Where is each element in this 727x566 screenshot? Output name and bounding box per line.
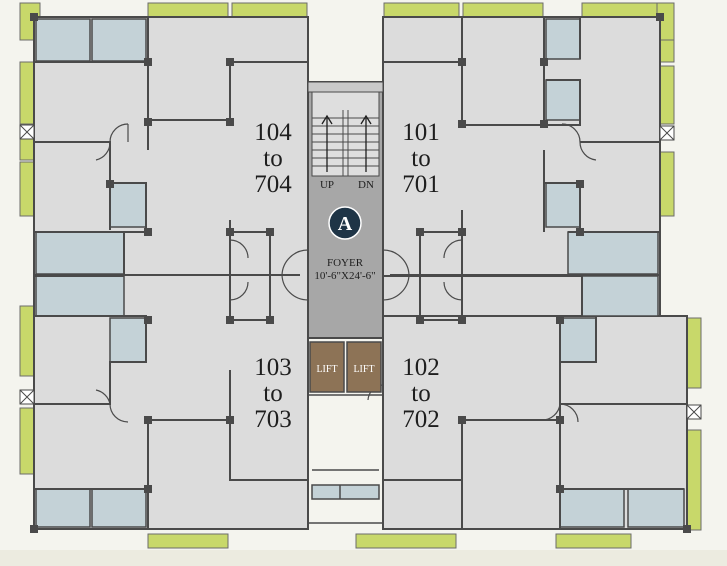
svg-text:to: to <box>411 380 430 407</box>
unit-101-701: 101 to 701 <box>402 119 440 198</box>
lifts: LIFT LIFT <box>309 341 382 393</box>
svg-text:102: 102 <box>402 354 440 381</box>
svg-text:to: to <box>411 145 430 172</box>
block-badge-letter: A <box>338 213 353 235</box>
interior-walls <box>34 17 687 529</box>
core <box>307 81 384 339</box>
svg-text:104: 104 <box>254 119 292 146</box>
svg-text:703: 703 <box>254 406 292 433</box>
lift-label-1: LIFT <box>316 364 337 375</box>
block-badge: A <box>328 206 362 240</box>
foyer-name: FOYER <box>327 257 364 269</box>
svg-text:701: 701 <box>402 171 440 198</box>
foyer-size: 10'-6"X24'-6" <box>314 270 375 282</box>
stair-dn-label: DN <box>358 179 374 191</box>
wet-areas <box>35 18 685 528</box>
door-swings <box>95 123 597 423</box>
stair-up-label: UP <box>320 179 334 191</box>
unit-104-704: 104 to 704 <box>254 119 292 198</box>
unit-103-703: 103 to 703 <box>254 354 292 433</box>
svg-text:to: to <box>263 145 282 172</box>
unit-102-702: 102 to 702 <box>402 354 440 433</box>
lower-lobby <box>307 394 384 524</box>
side-windows <box>19 124 702 420</box>
columns <box>30 13 691 533</box>
ground-strip <box>0 550 727 566</box>
up-arrow-icon <box>321 114 333 172</box>
dn-arrow-icon <box>360 114 372 172</box>
svg-text:704: 704 <box>254 171 292 198</box>
svg-text:103: 103 <box>254 354 292 381</box>
svg-text:to: to <box>263 380 282 407</box>
svg-text:702: 702 <box>402 406 440 433</box>
lift-label-2: LIFT <box>353 364 374 375</box>
balconies <box>19 2 702 549</box>
svg-text:101: 101 <box>402 119 440 146</box>
